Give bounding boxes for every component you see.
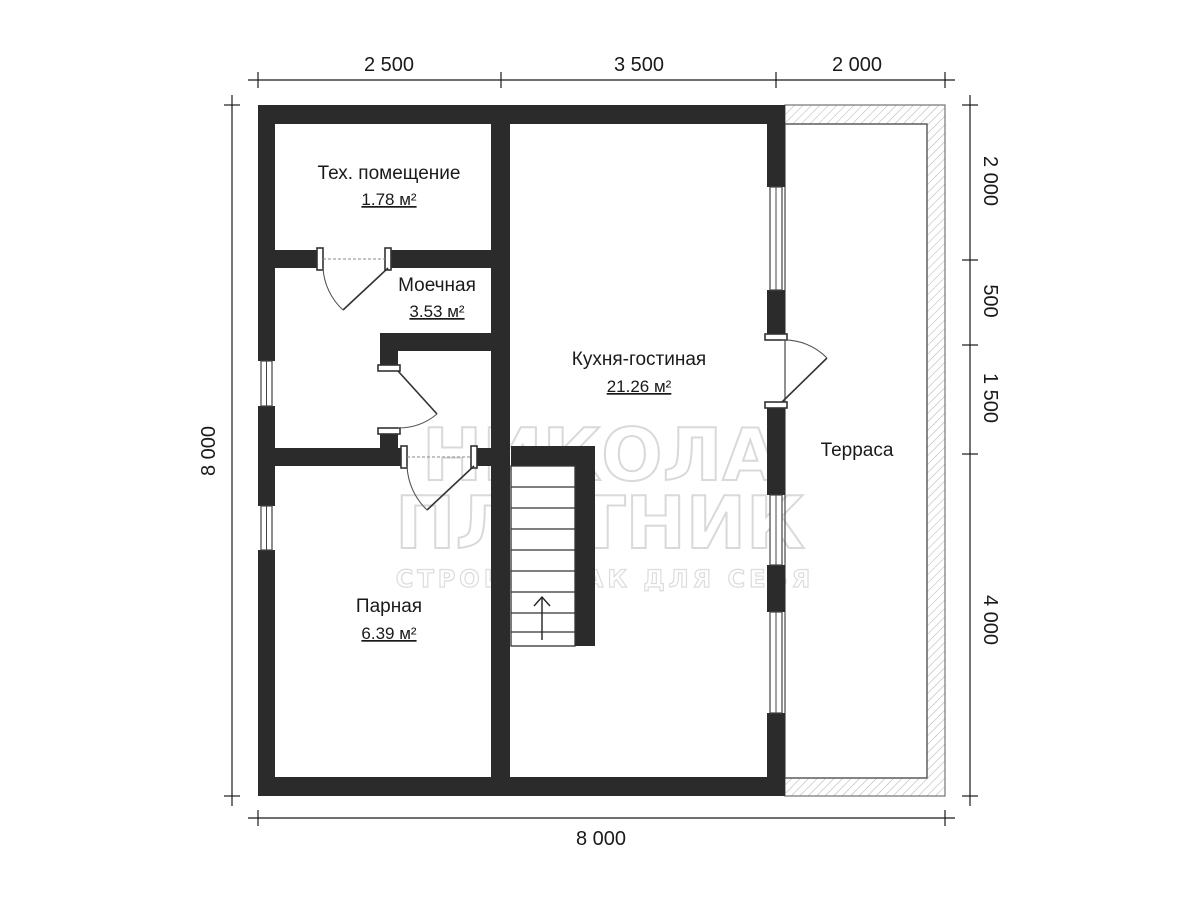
stair-arrow-icon [533,595,551,640]
watermark-line2: ПЛОТНИК [395,481,805,565]
room-name-kitchen: Кухня-гостиная [572,349,706,370]
walls [258,105,785,796]
room-area-steam: 6.39 м² [361,624,416,643]
staircase [510,465,576,647]
dim-top-2: 3 500 [614,54,664,76]
watermark: НИКОЛА ПЛОТНИК СТРОИМ, КАК ДЛЯ СЕБЯ [394,412,815,594]
room-name-steam: Парная [356,596,422,617]
room-labels: Тех. помещение 1.78 м² Моечная 3.53 м² К… [318,163,894,643]
dim-right-3: 1 500 [979,373,1001,423]
watermark-line3: СТРОИМ, КАК ДЛЯ СЕБЯ [396,565,815,593]
windows [260,186,783,714]
room-area-kitchen: 21.26 м² [607,377,672,396]
dim-top-1: 2 500 [364,54,414,76]
room-name-wash: Моечная [398,275,476,296]
room-name-tech: Тех. помещение [318,163,461,184]
dim-right-1: 2 000 [979,156,1001,206]
dim-right-2: 500 [979,284,1001,317]
dim-right-4: 4 000 [979,595,1001,645]
dim-bottom: 8 000 [576,828,626,850]
room-area-tech: 1.78 м² [361,190,416,209]
dim-left: 8 000 [198,426,220,476]
dim-top-3: 2 000 [832,54,882,76]
dimensions: 2 500 3 500 2 000 8 000 8 000 2 000 500 … [198,54,1001,850]
doors [316,247,828,511]
room-name-terrace: Терраса [821,440,894,461]
room-area-wash: 3.53 м² [409,302,464,321]
